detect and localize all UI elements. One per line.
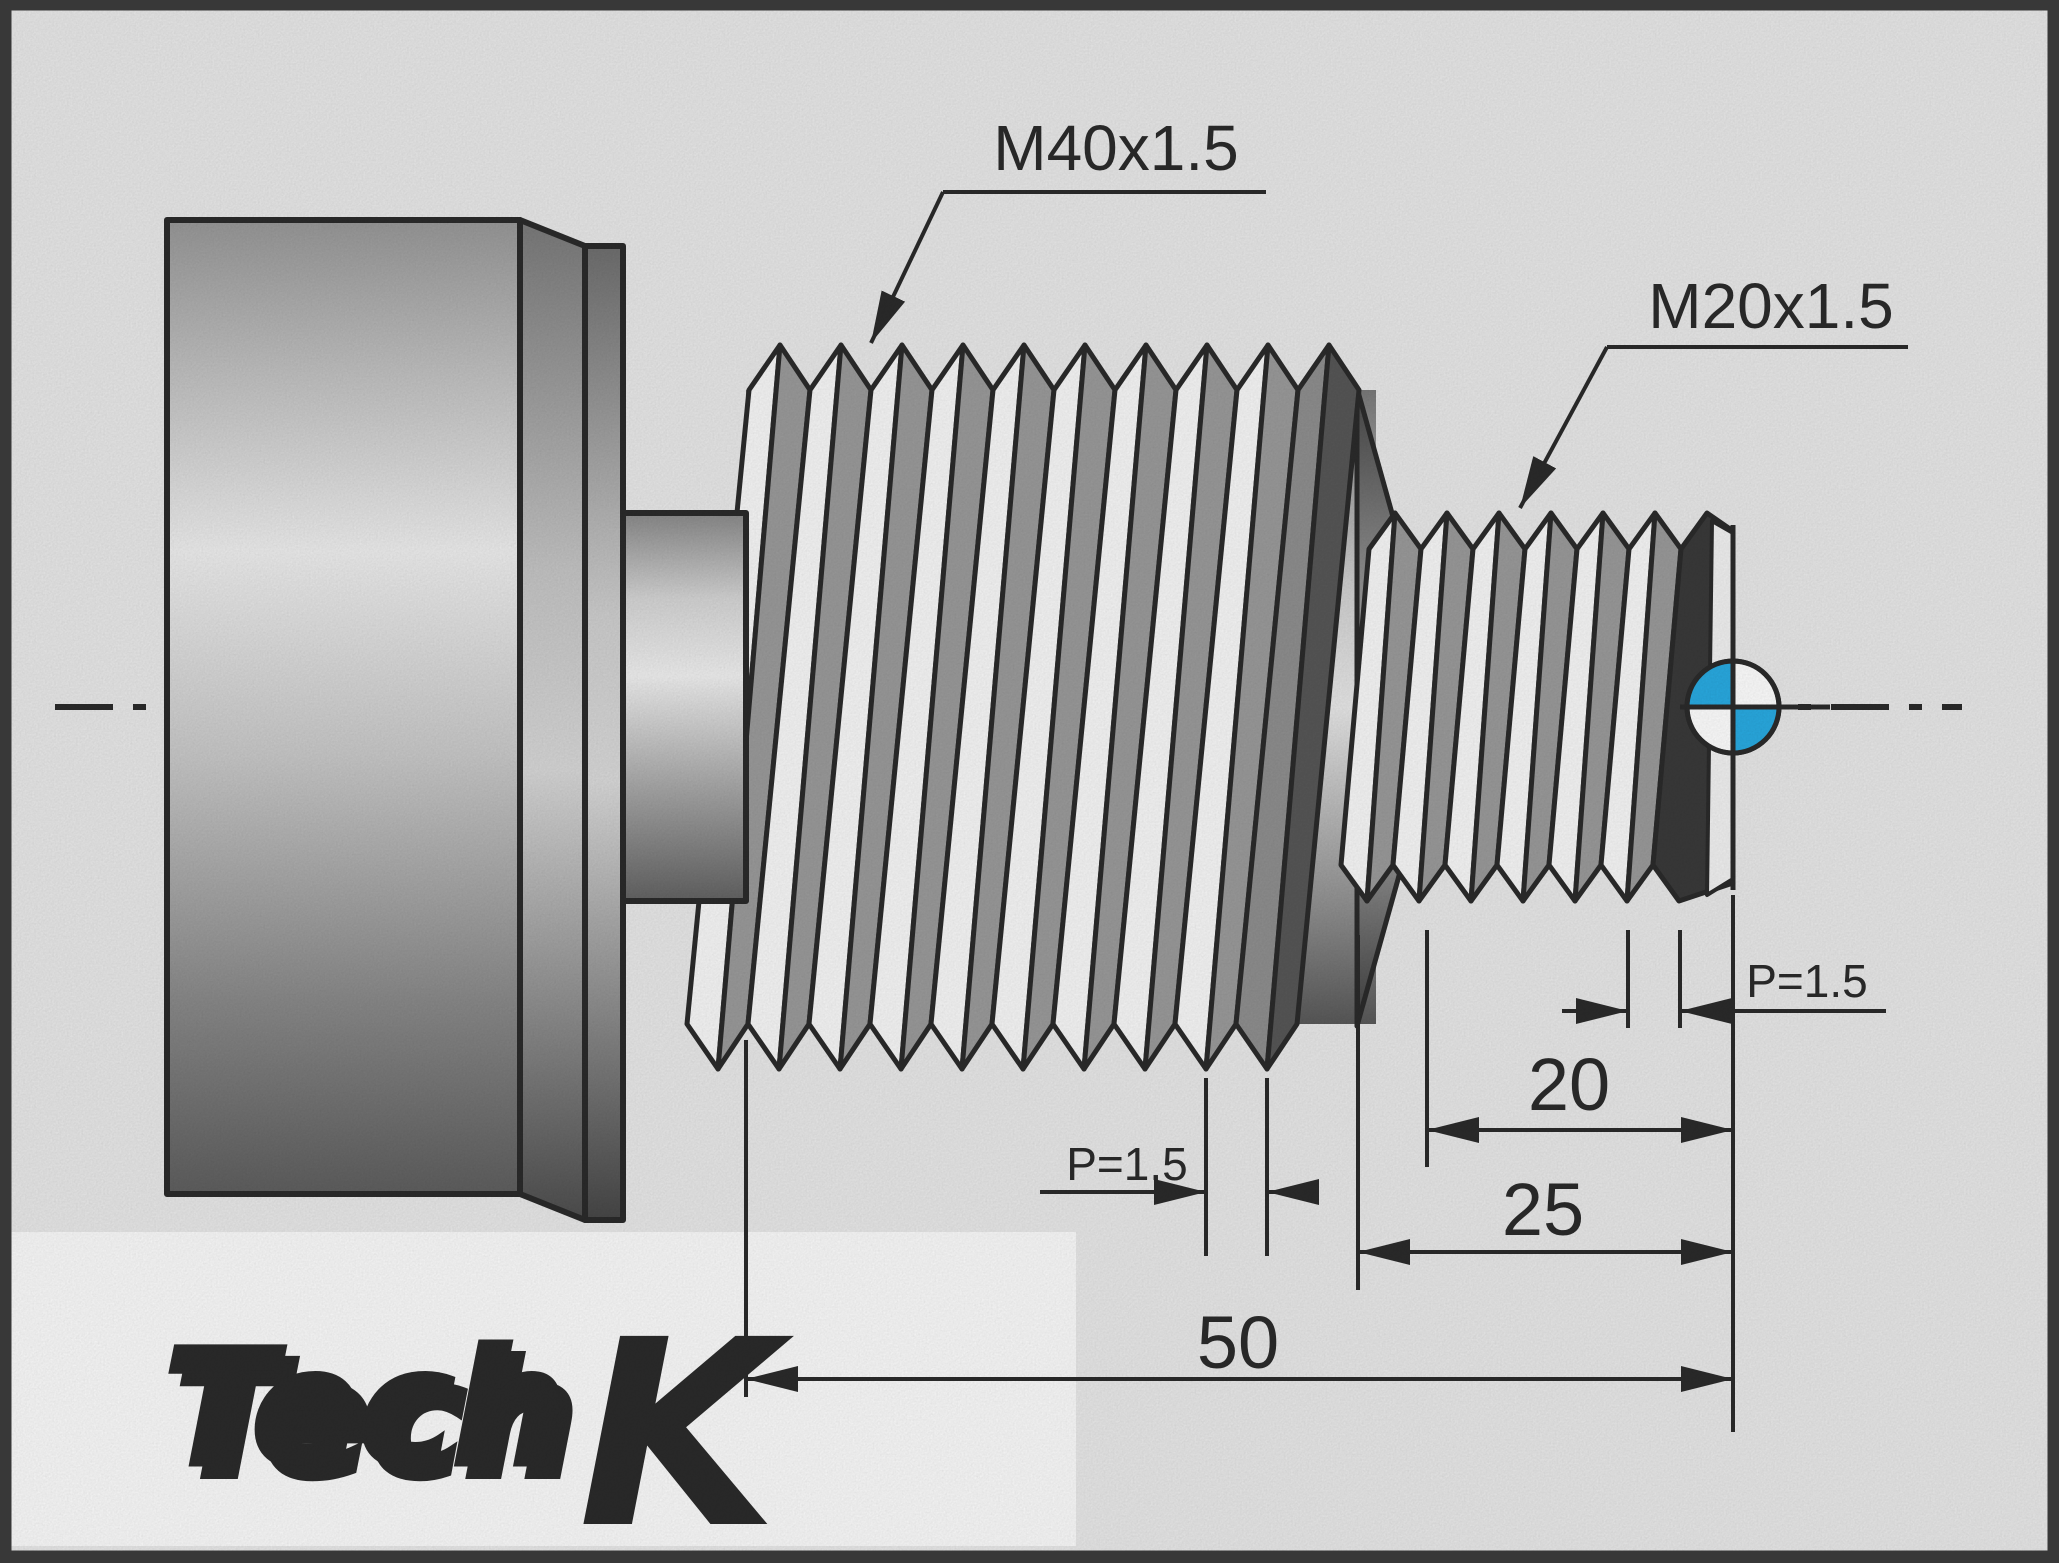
technical-drawing-page: Tech Tech K [0, 0, 2059, 1563]
paper-grain-overlay [0, 0, 2059, 1563]
page-frame [0, 0, 2059, 1563]
shaft-drawing-canvas: Tech Tech K [0, 0, 2059, 1563]
